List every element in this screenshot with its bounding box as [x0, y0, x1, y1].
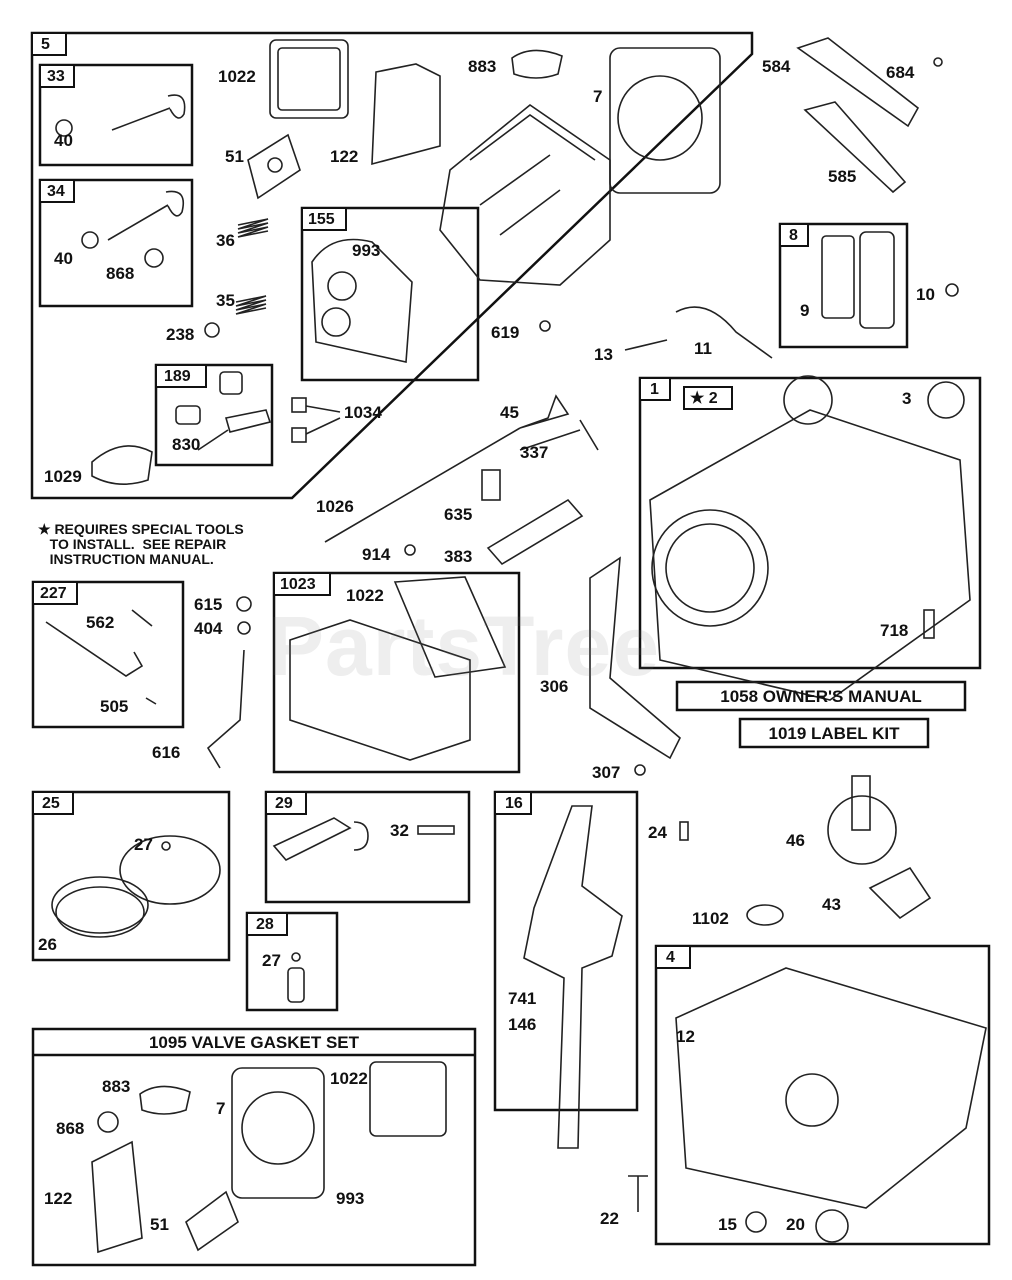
- part-label: 238: [166, 325, 195, 344]
- part-label: 51: [150, 1215, 169, 1234]
- box-number-1023: 1023: [280, 576, 316, 593]
- box-29: [264, 790, 471, 904]
- valve-gasket-set-banner: 1095 VALVE GASKET SET: [148, 1033, 360, 1052]
- box-4: [654, 944, 991, 1246]
- part-label: 741: [508, 989, 537, 1008]
- part-label: 306: [540, 677, 569, 696]
- part-label: 122: [330, 147, 359, 166]
- box-1023: [272, 571, 521, 774]
- box-227: [31, 580, 185, 729]
- part-label: 307: [592, 763, 621, 782]
- part-label: 1029: [44, 467, 82, 486]
- part-label: 40: [54, 249, 73, 268]
- part-label: 51: [225, 147, 244, 166]
- special-tools-note: ★ REQUIRES SPECIAL TOOLS TO INSTALL. SEE…: [38, 521, 244, 567]
- part-label: 883: [102, 1077, 131, 1096]
- part-label: 27: [134, 835, 153, 854]
- box-16: [493, 790, 639, 1112]
- box-number-227: 227: [40, 585, 67, 602]
- part-label: 1026: [316, 497, 354, 516]
- box-25: [31, 790, 231, 962]
- box-1: [638, 376, 982, 670]
- part-label: 146: [508, 1015, 537, 1034]
- part-label: 7: [216, 1099, 226, 1118]
- part-label: 11: [694, 339, 712, 358]
- part-label: 868: [56, 1119, 85, 1138]
- part-label: 993: [336, 1189, 365, 1208]
- part-label: 562: [86, 613, 115, 632]
- part-label: 13: [594, 345, 613, 364]
- box-8: [778, 222, 909, 349]
- watermark: PartsTree: [268, 599, 660, 693]
- box-number-33: 33: [47, 68, 65, 85]
- box-number-34: 34: [47, 183, 65, 200]
- part-label: 914: [362, 545, 391, 564]
- label-kit-banner-box: [738, 717, 930, 749]
- part-label: 404: [194, 619, 223, 638]
- part-label: 27: [262, 951, 281, 970]
- part-label: 830: [172, 435, 201, 454]
- part-label: 1102: [692, 909, 729, 928]
- box-number-16: 16: [505, 795, 523, 812]
- box-33: [38, 63, 194, 167]
- part-label: 3: [902, 389, 912, 408]
- part-label: 505: [100, 697, 129, 716]
- label-kit-banner: 1019 LABEL KIT: [768, 724, 900, 743]
- owners-manual-banner: 1058 OWNER'S MANUAL: [720, 687, 922, 706]
- box-number-8: 8: [789, 227, 798, 244]
- part-label: 7: [593, 87, 603, 106]
- box-number-25: 25: [42, 795, 60, 812]
- part-label: 1022: [346, 586, 384, 605]
- part-label: 15: [718, 1215, 737, 1234]
- part-label: 20: [786, 1215, 805, 1234]
- part-label: 1034: [344, 403, 382, 422]
- part-label: 40: [54, 131, 73, 150]
- part-label: 12: [676, 1027, 695, 1046]
- owners-manual-banner-box: [675, 680, 967, 712]
- part-label: 337: [520, 443, 549, 462]
- box-155: [300, 206, 480, 382]
- part-label: 22: [600, 1209, 619, 1228]
- box-1095: [31, 1027, 477, 1267]
- part-label: 10: [916, 285, 935, 304]
- box-189: [154, 363, 274, 467]
- part-label: 883: [468, 57, 497, 76]
- part-label: 9: [800, 301, 810, 320]
- part-label: 383: [444, 547, 473, 566]
- box-number-1: 1: [650, 381, 659, 398]
- box-number-4: 4: [666, 949, 675, 966]
- part-label: 868: [106, 264, 135, 283]
- box-28: [245, 911, 339, 1012]
- part-label: 35: [216, 291, 235, 310]
- part-label: 24: [648, 823, 667, 842]
- group-5-outline: [30, 31, 754, 500]
- part-label: 36: [216, 231, 235, 250]
- part-label: 684: [886, 63, 915, 82]
- box-number-28: 28: [256, 916, 274, 933]
- box-number-189: 189: [164, 368, 191, 385]
- box-number-2: ★ 2: [690, 390, 718, 407]
- part-label: 26: [38, 935, 57, 954]
- box-34: [38, 178, 194, 308]
- part-label: 635: [444, 505, 473, 524]
- part-label: 1022: [330, 1069, 368, 1088]
- part-label: 584: [762, 57, 791, 76]
- part-label: 616: [152, 743, 181, 762]
- part-label: 45: [500, 403, 519, 422]
- part-label: 615: [194, 595, 223, 614]
- part-label: 43: [822, 895, 841, 914]
- part-label: 122: [44, 1189, 73, 1208]
- part-label: 619: [491, 323, 520, 342]
- part-label: 993: [352, 241, 381, 260]
- part-label: 32: [390, 821, 409, 840]
- box-number-5: 5: [41, 36, 50, 53]
- box-number-29: 29: [275, 795, 293, 812]
- part-label: 1022: [218, 67, 256, 86]
- box-number-155: 155: [308, 211, 335, 228]
- part-label: 46: [786, 831, 805, 850]
- part-label: 718: [880, 621, 909, 640]
- part-label: 585: [828, 167, 857, 186]
